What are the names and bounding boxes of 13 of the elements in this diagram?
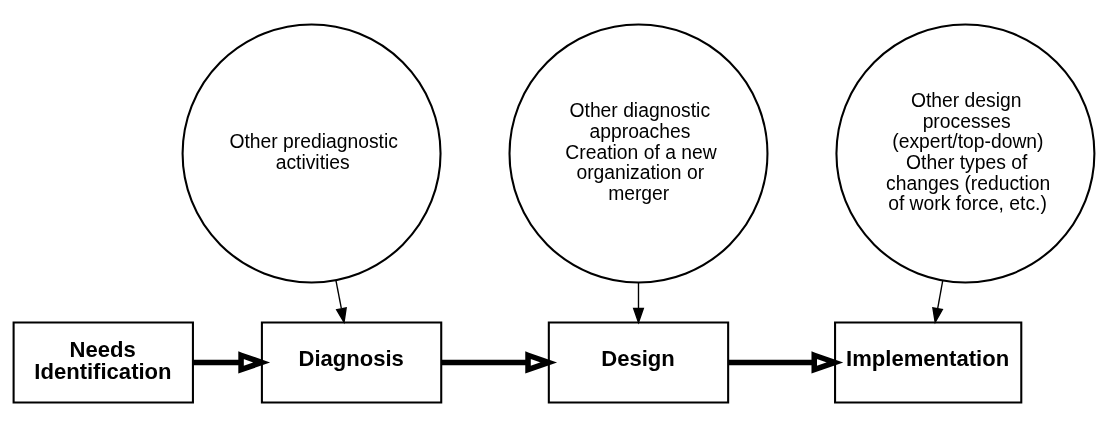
arrow bbox=[193, 351, 271, 374]
arrow bbox=[335, 279, 347, 325]
node-box: Implementation bbox=[834, 321, 1023, 404]
arrow bbox=[728, 351, 844, 374]
node-circle: Other diagnostic approaches Creation of a new organization or merger bbox=[508, 23, 769, 284]
node-box: Design bbox=[547, 321, 730, 404]
arrow bbox=[932, 280, 944, 325]
node-circle: Other design processes (expert/top-down) Other types of changes (reduction of work force, etc.) bbox=[835, 23, 1096, 284]
arrow bbox=[632, 281, 645, 325]
arrow bbox=[441, 351, 558, 374]
node-circle: Other prediagnostic activities bbox=[181, 23, 442, 284]
node-box: Diagnosis bbox=[260, 321, 443, 404]
node-box: Needs Identification bbox=[12, 321, 194, 404]
